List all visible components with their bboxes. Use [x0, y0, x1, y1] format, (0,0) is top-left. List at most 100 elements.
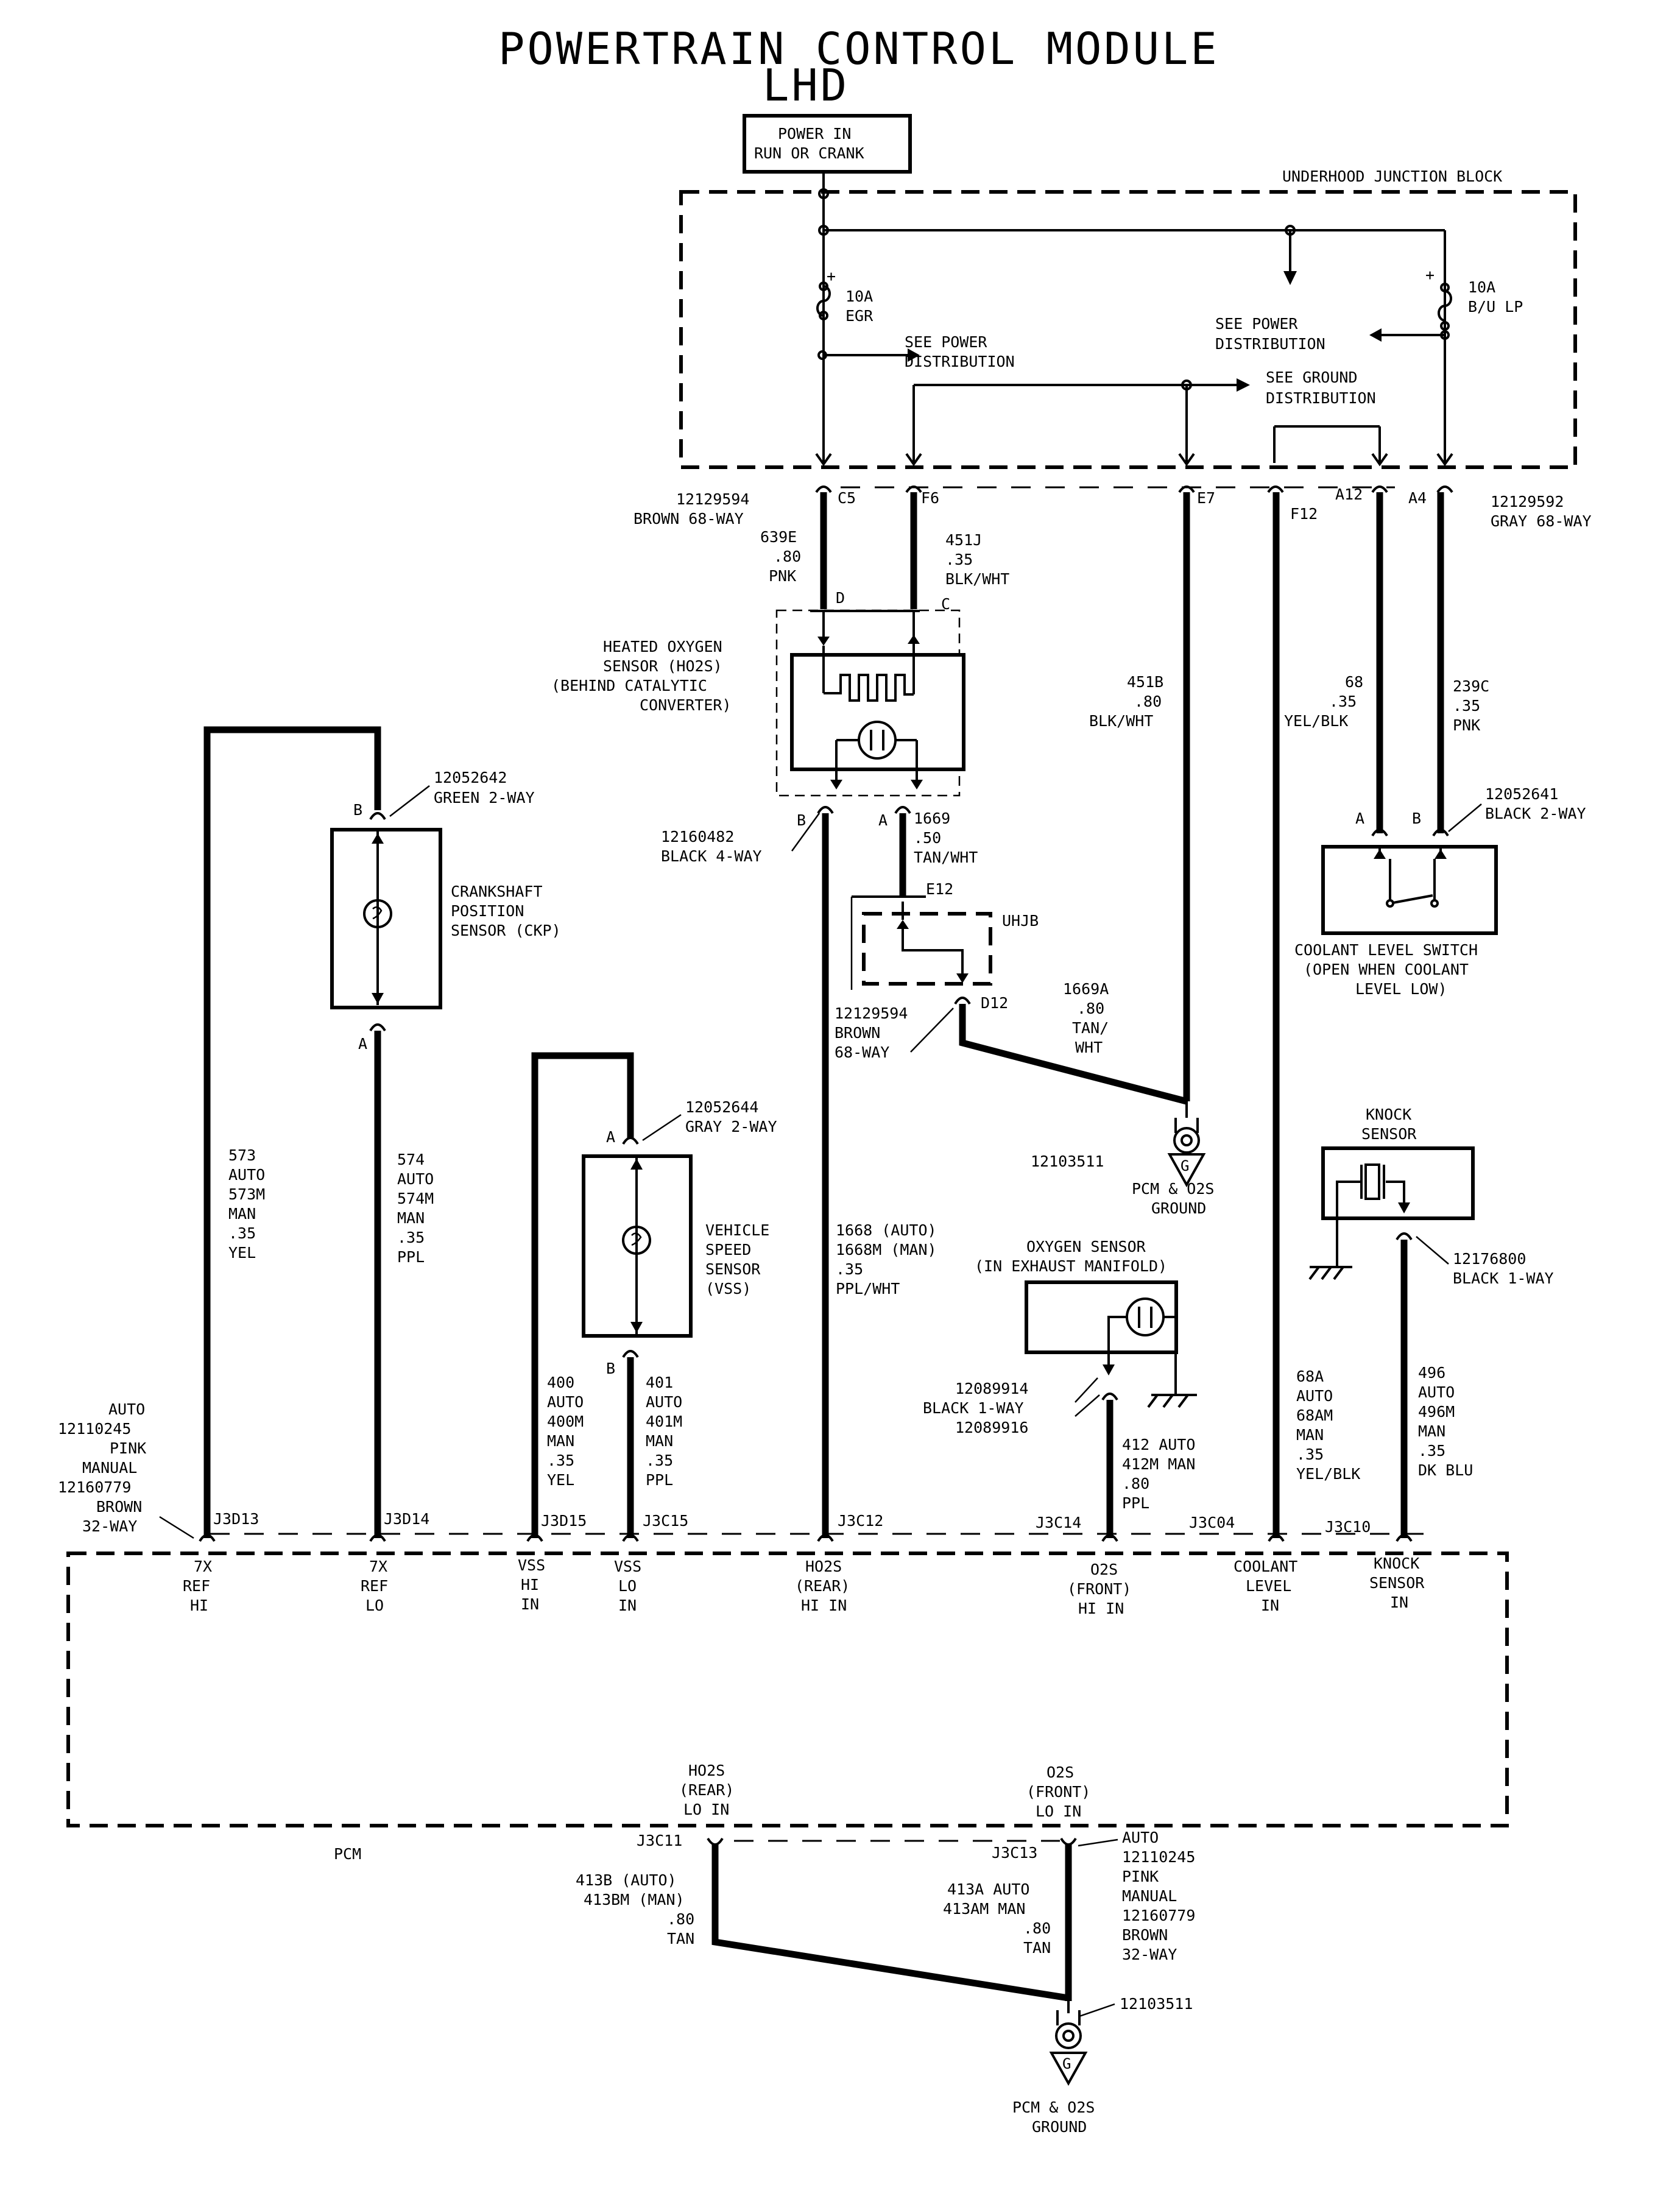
svg-text:12089914: 12089914	[955, 1380, 1028, 1397]
svg-text:573: 573	[228, 1146, 256, 1164]
svg-text:AUTO: AUTO	[1418, 1383, 1455, 1401]
svg-text:G: G	[1181, 1157, 1189, 1174]
svg-text:YEL: YEL	[547, 1471, 574, 1489]
wire-401: 401 AUTO 401M MAN .35 PPL	[646, 1374, 682, 1489]
svg-text:68AM: 68AM	[1296, 1407, 1333, 1424]
svg-text:639E: 639E	[760, 528, 797, 546]
svg-text:SENSOR: SENSOR	[705, 1260, 761, 1278]
svg-text:IN: IN	[1261, 1597, 1279, 1614]
svg-text:496: 496	[1418, 1364, 1445, 1382]
svg-text:TAN/WHT: TAN/WHT	[914, 849, 978, 866]
svg-text:PINK: PINK	[110, 1439, 146, 1457]
svg-text:E7: E7	[1197, 489, 1215, 507]
svg-text:REF: REF	[183, 1577, 210, 1595]
wire-1669a: 1669A .80 TAN/ WHT	[959, 980, 1188, 1105]
svg-text:BROWN: BROWN	[1122, 1926, 1168, 1944]
svg-text:BROWN: BROWN	[96, 1498, 142, 1516]
svg-text:.80: .80	[1134, 693, 1162, 710]
svg-text:AUTO: AUTO	[228, 1166, 265, 1184]
svg-text:GRAY 2-WAY: GRAY 2-WAY	[685, 1118, 777, 1135]
svg-text:32-WAY: 32-WAY	[1122, 1946, 1177, 1963]
page-title: POWERTRAIN CONTROL MODULE	[498, 23, 1219, 74]
svg-text:UHJB: UHJB	[1002, 912, 1039, 930]
svg-text:OXYGEN SENSOR: OXYGEN SENSOR	[1026, 1238, 1146, 1255]
wire-68a: 68A AUTO 68AM MAN .35 YEL/BLK	[1296, 1368, 1360, 1483]
svg-text:.35: .35	[1418, 1442, 1445, 1460]
svg-text:(REAR): (REAR)	[795, 1577, 850, 1595]
fuse-egr-icon: +	[816, 267, 836, 320]
svg-text:574M: 574M	[397, 1190, 434, 1207]
svg-text:12052642: 12052642	[434, 769, 507, 786]
svg-text:12176800: 12176800	[1453, 1250, 1526, 1268]
svg-text:LO IN: LO IN	[1036, 1802, 1081, 1820]
svg-text:(REAR): (REAR)	[679, 1781, 734, 1799]
wire-239c: 239C .35 PNK	[1437, 492, 1489, 833]
svg-text:CRANKSHAFT: CRANKSHAFT	[451, 883, 543, 900]
svg-text:AUTO: AUTO	[1122, 1829, 1159, 1846]
svg-text:TAN: TAN	[667, 1930, 694, 1947]
vehicle-speed-sensor: A 12052644 GRAY 2-WAY VEHICLE SPEED SENS…	[531, 1052, 777, 1538]
svg-text:O2S: O2S	[1046, 1763, 1074, 1781]
pcm-top-pin-nubs	[199, 1534, 1413, 1542]
svg-text:A: A	[1355, 810, 1364, 827]
pcm-module: PCM 7X REF HI 7X REF LO VSS HI IN VSS LO…	[66, 1552, 1509, 1863]
svg-text:DISTRIBUTION: DISTRIBUTION	[905, 353, 1015, 370]
svg-text:(VSS): (VSS)	[705, 1280, 751, 1297]
svg-text:J3C14: J3C14	[1036, 1514, 1081, 1531]
svg-text:LEVEL LOW): LEVEL LOW)	[1355, 980, 1447, 998]
svg-text:A4: A4	[1408, 489, 1427, 507]
wire-574: 574 AUTO 574M MAN .35 PPL	[397, 1151, 434, 1266]
ujb-connector-nubs	[815, 485, 1453, 493]
ground1-label: PCM & O2S	[1132, 1180, 1214, 1198]
svg-text:VEHICLE: VEHICLE	[705, 1221, 769, 1239]
svg-text:EGR: EGR	[845, 307, 874, 325]
svg-text:VSS: VSS	[614, 1558, 641, 1575]
svg-text:DISTRIBUTION: DISTRIBUTION	[1215, 335, 1325, 353]
svg-text:573M: 573M	[228, 1185, 265, 1203]
svg-text:B: B	[797, 811, 806, 829]
pin-j3c13-nub	[1060, 1837, 1077, 1846]
heated-oxygen-sensor: 639E .80 PNK 451J .35 BLK/WHT D C HEATED…	[551, 492, 1009, 865]
svg-text:68A: 68A	[1296, 1368, 1324, 1385]
svg-text:PCM: PCM	[334, 1845, 361, 1863]
svg-text:YEL/BLK: YEL/BLK	[1284, 712, 1348, 730]
svg-text:MAN: MAN	[1418, 1422, 1445, 1440]
svg-text:.35: .35	[836, 1260, 863, 1278]
svg-text:J3D14: J3D14	[384, 1510, 429, 1528]
wire-400: 400 AUTO 400M MAN .35 YEL	[547, 1374, 584, 1489]
svg-text:LO: LO	[365, 1597, 384, 1614]
knock-sensor: KNOCK SENSOR 12176800 BLACK 1-WAY	[1308, 1106, 1554, 1538]
svg-text:413B (AUTO): 413B (AUTO)	[576, 1871, 677, 1889]
svg-text:400M: 400M	[547, 1413, 584, 1430]
svg-text:10A: 10A	[845, 288, 873, 305]
svg-text:BLK/WHT: BLK/WHT	[1089, 712, 1153, 730]
svg-text:SENSOR: SENSOR	[1361, 1125, 1417, 1143]
svg-text:TAN/: TAN/	[1072, 1019, 1109, 1037]
svg-text:J3C12: J3C12	[838, 1512, 883, 1530]
svg-text:12129594: 12129594	[835, 1004, 908, 1022]
svg-text:.35: .35	[1296, 1446, 1324, 1463]
wire-496: 496 AUTO 496M MAN .35 DK BLU	[1418, 1364, 1473, 1479]
svg-text:SENSOR (CKP): SENSOR (CKP)	[451, 922, 561, 939]
svg-text:UNDERHOOD JUNCTION BLOCK: UNDERHOOD JUNCTION BLOCK	[1282, 168, 1502, 185]
svg-text:BLACK 2-WAY: BLACK 2-WAY	[1485, 805, 1586, 822]
conn-ujb-right-part: 12129592	[1491, 493, 1564, 510]
svg-text:574: 574	[397, 1151, 425, 1168]
svg-text:VSS: VSS	[518, 1556, 545, 1574]
svg-text:AUTO: AUTO	[1296, 1387, 1333, 1405]
svg-text:REF: REF	[361, 1577, 388, 1595]
ground2-label: PCM & O2S	[1012, 2099, 1095, 2116]
crankshaft-position-sensor: B 12052642 GREEN 2-WAY CRANKSHAFT POSITI…	[203, 726, 561, 1538]
svg-text:.80: .80	[1023, 1919, 1051, 1937]
svg-text:MAN: MAN	[228, 1205, 256, 1223]
svg-text:D: D	[836, 589, 845, 607]
pcm-connector-info-bottom: AUTO 12110245 PINK MANUAL 12160779 BROWN…	[1078, 1829, 1195, 1963]
svg-text:PPL: PPL	[1122, 1494, 1149, 1512]
svg-text:.35: .35	[1329, 693, 1357, 710]
svg-text:AUTO: AUTO	[397, 1170, 434, 1188]
svg-text:451B: 451B	[1127, 673, 1163, 691]
conn-ujb-right-desc: GRAY 68-WAY	[1491, 512, 1592, 530]
svg-text:7X: 7X	[369, 1558, 387, 1575]
svg-text:12160779: 12160779	[1122, 1907, 1195, 1924]
